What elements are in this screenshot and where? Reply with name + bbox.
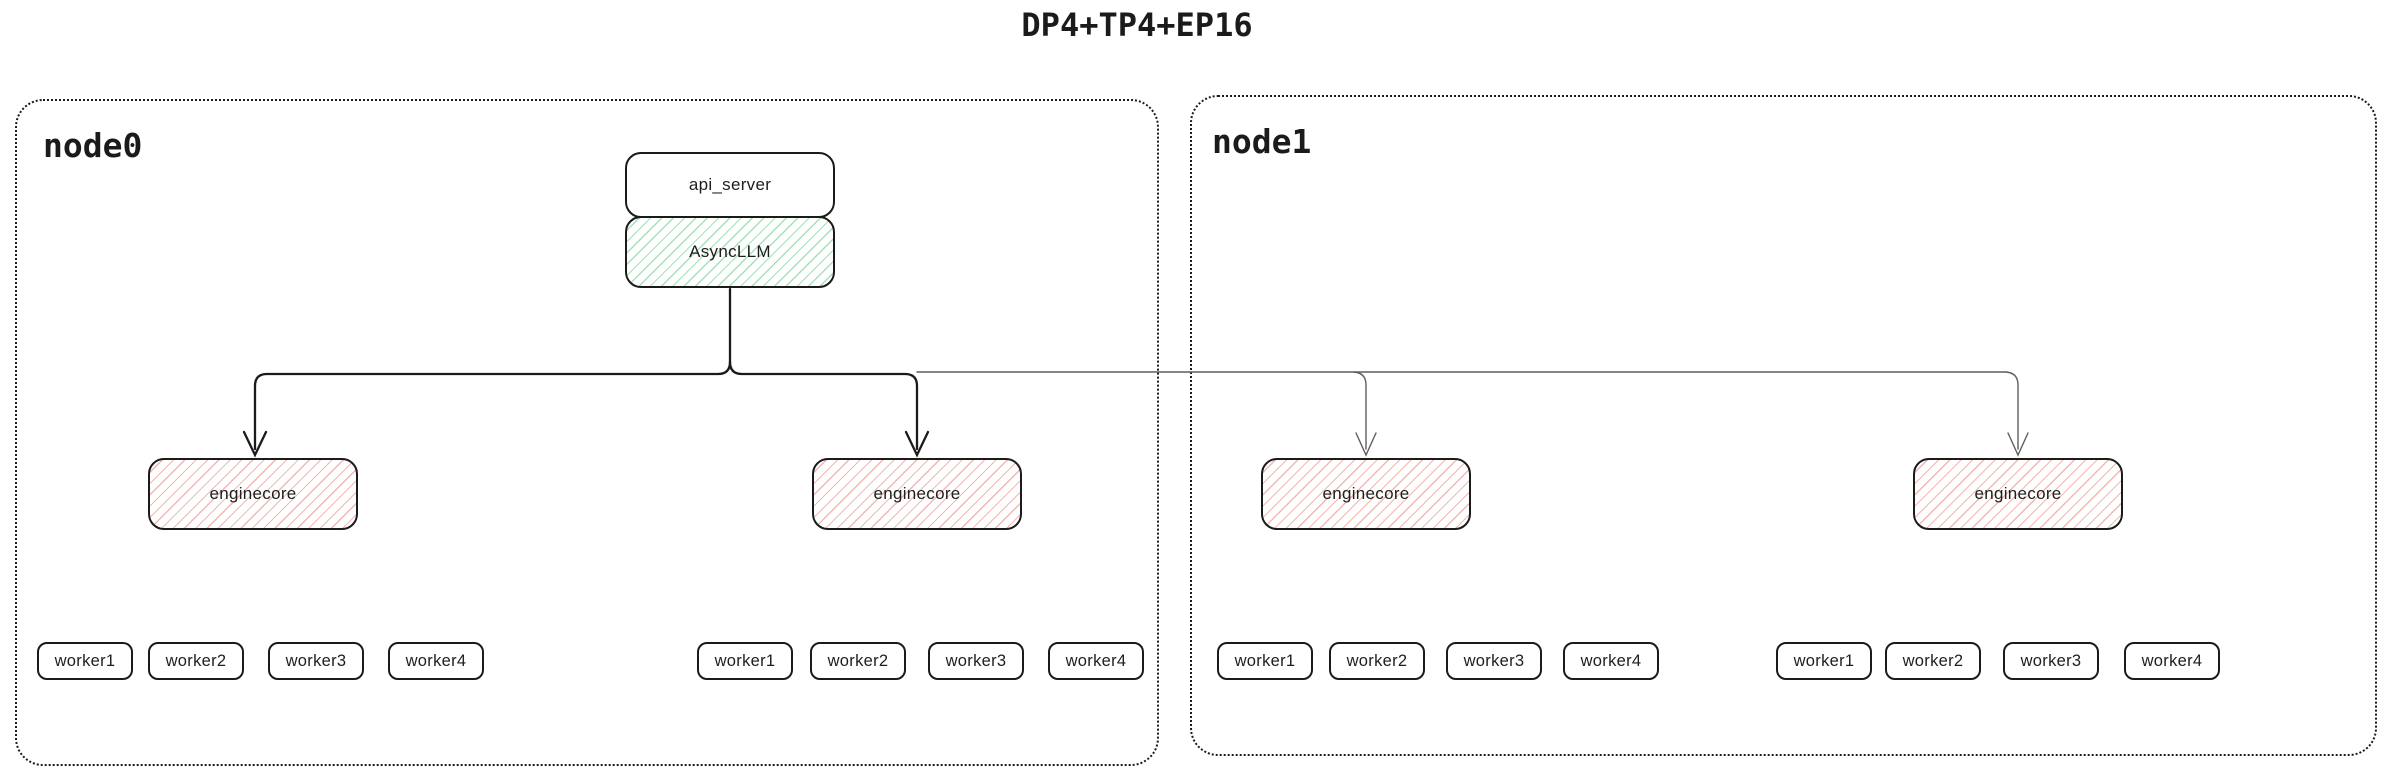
worker-box: worker3 <box>268 642 364 680</box>
worker-label: worker3 <box>945 651 1007 670</box>
worker-label: worker3 <box>285 651 347 670</box>
api-server-label: api_server <box>688 175 772 194</box>
worker-label: worker2 <box>165 651 227 670</box>
worker-label: worker1 <box>1234 651 1296 670</box>
worker-box: worker2 <box>1885 642 1981 680</box>
enginecore-box-2: enginecore <box>812 458 1022 530</box>
worker-label: worker2 <box>1346 651 1408 670</box>
diagram-title: DP4+TP4+EP16 <box>1021 6 1253 44</box>
worker-label: worker4 <box>1580 651 1642 670</box>
worker-label: worker1 <box>54 651 116 670</box>
enginecore-label: enginecore <box>1322 484 1410 503</box>
worker-label: worker4 <box>2141 651 2203 670</box>
worker-label: worker4 <box>405 651 467 670</box>
worker-box: worker4 <box>1563 642 1659 680</box>
worker-box: worker2 <box>1329 642 1425 680</box>
enginecore-label: enginecore <box>209 484 297 503</box>
asyncllm-label: AsyncLLM <box>689 242 771 261</box>
worker-label: worker2 <box>827 651 889 670</box>
asyncllm-box: AsyncLLM <box>625 216 835 288</box>
worker-box: worker4 <box>1048 642 1144 680</box>
enginecore-box-4: enginecore <box>1913 458 2123 530</box>
worker-label: worker2 <box>1902 651 1964 670</box>
worker-label: worker1 <box>714 651 776 670</box>
worker-box: worker2 <box>810 642 906 680</box>
node0-label: node0 <box>43 126 143 165</box>
worker-box: worker1 <box>697 642 793 680</box>
node0-container <box>15 99 1159 766</box>
enginecore-label: enginecore <box>873 484 961 503</box>
worker-box: worker3 <box>928 642 1024 680</box>
enginecore-box-3: enginecore <box>1261 458 1471 530</box>
worker-label: worker4 <box>1065 651 1127 670</box>
worker-box: worker2 <box>148 642 244 680</box>
node1-label: node1 <box>1212 122 1312 161</box>
worker-box: worker3 <box>1446 642 1542 680</box>
enginecore-box-1: enginecore <box>148 458 358 530</box>
worker-box: worker1 <box>37 642 133 680</box>
worker-box: worker4 <box>2124 642 2220 680</box>
worker-box: worker4 <box>388 642 484 680</box>
enginecore-label: enginecore <box>1974 484 2062 503</box>
worker-label: worker1 <box>1793 651 1855 670</box>
worker-label: worker3 <box>2020 651 2082 670</box>
worker-label: worker3 <box>1463 651 1525 670</box>
worker-box: worker1 <box>1217 642 1313 680</box>
worker-box: worker1 <box>1776 642 1872 680</box>
worker-box: worker3 <box>2003 642 2099 680</box>
node1-container <box>1190 95 2377 756</box>
api-server-box: api_server <box>625 152 835 218</box>
